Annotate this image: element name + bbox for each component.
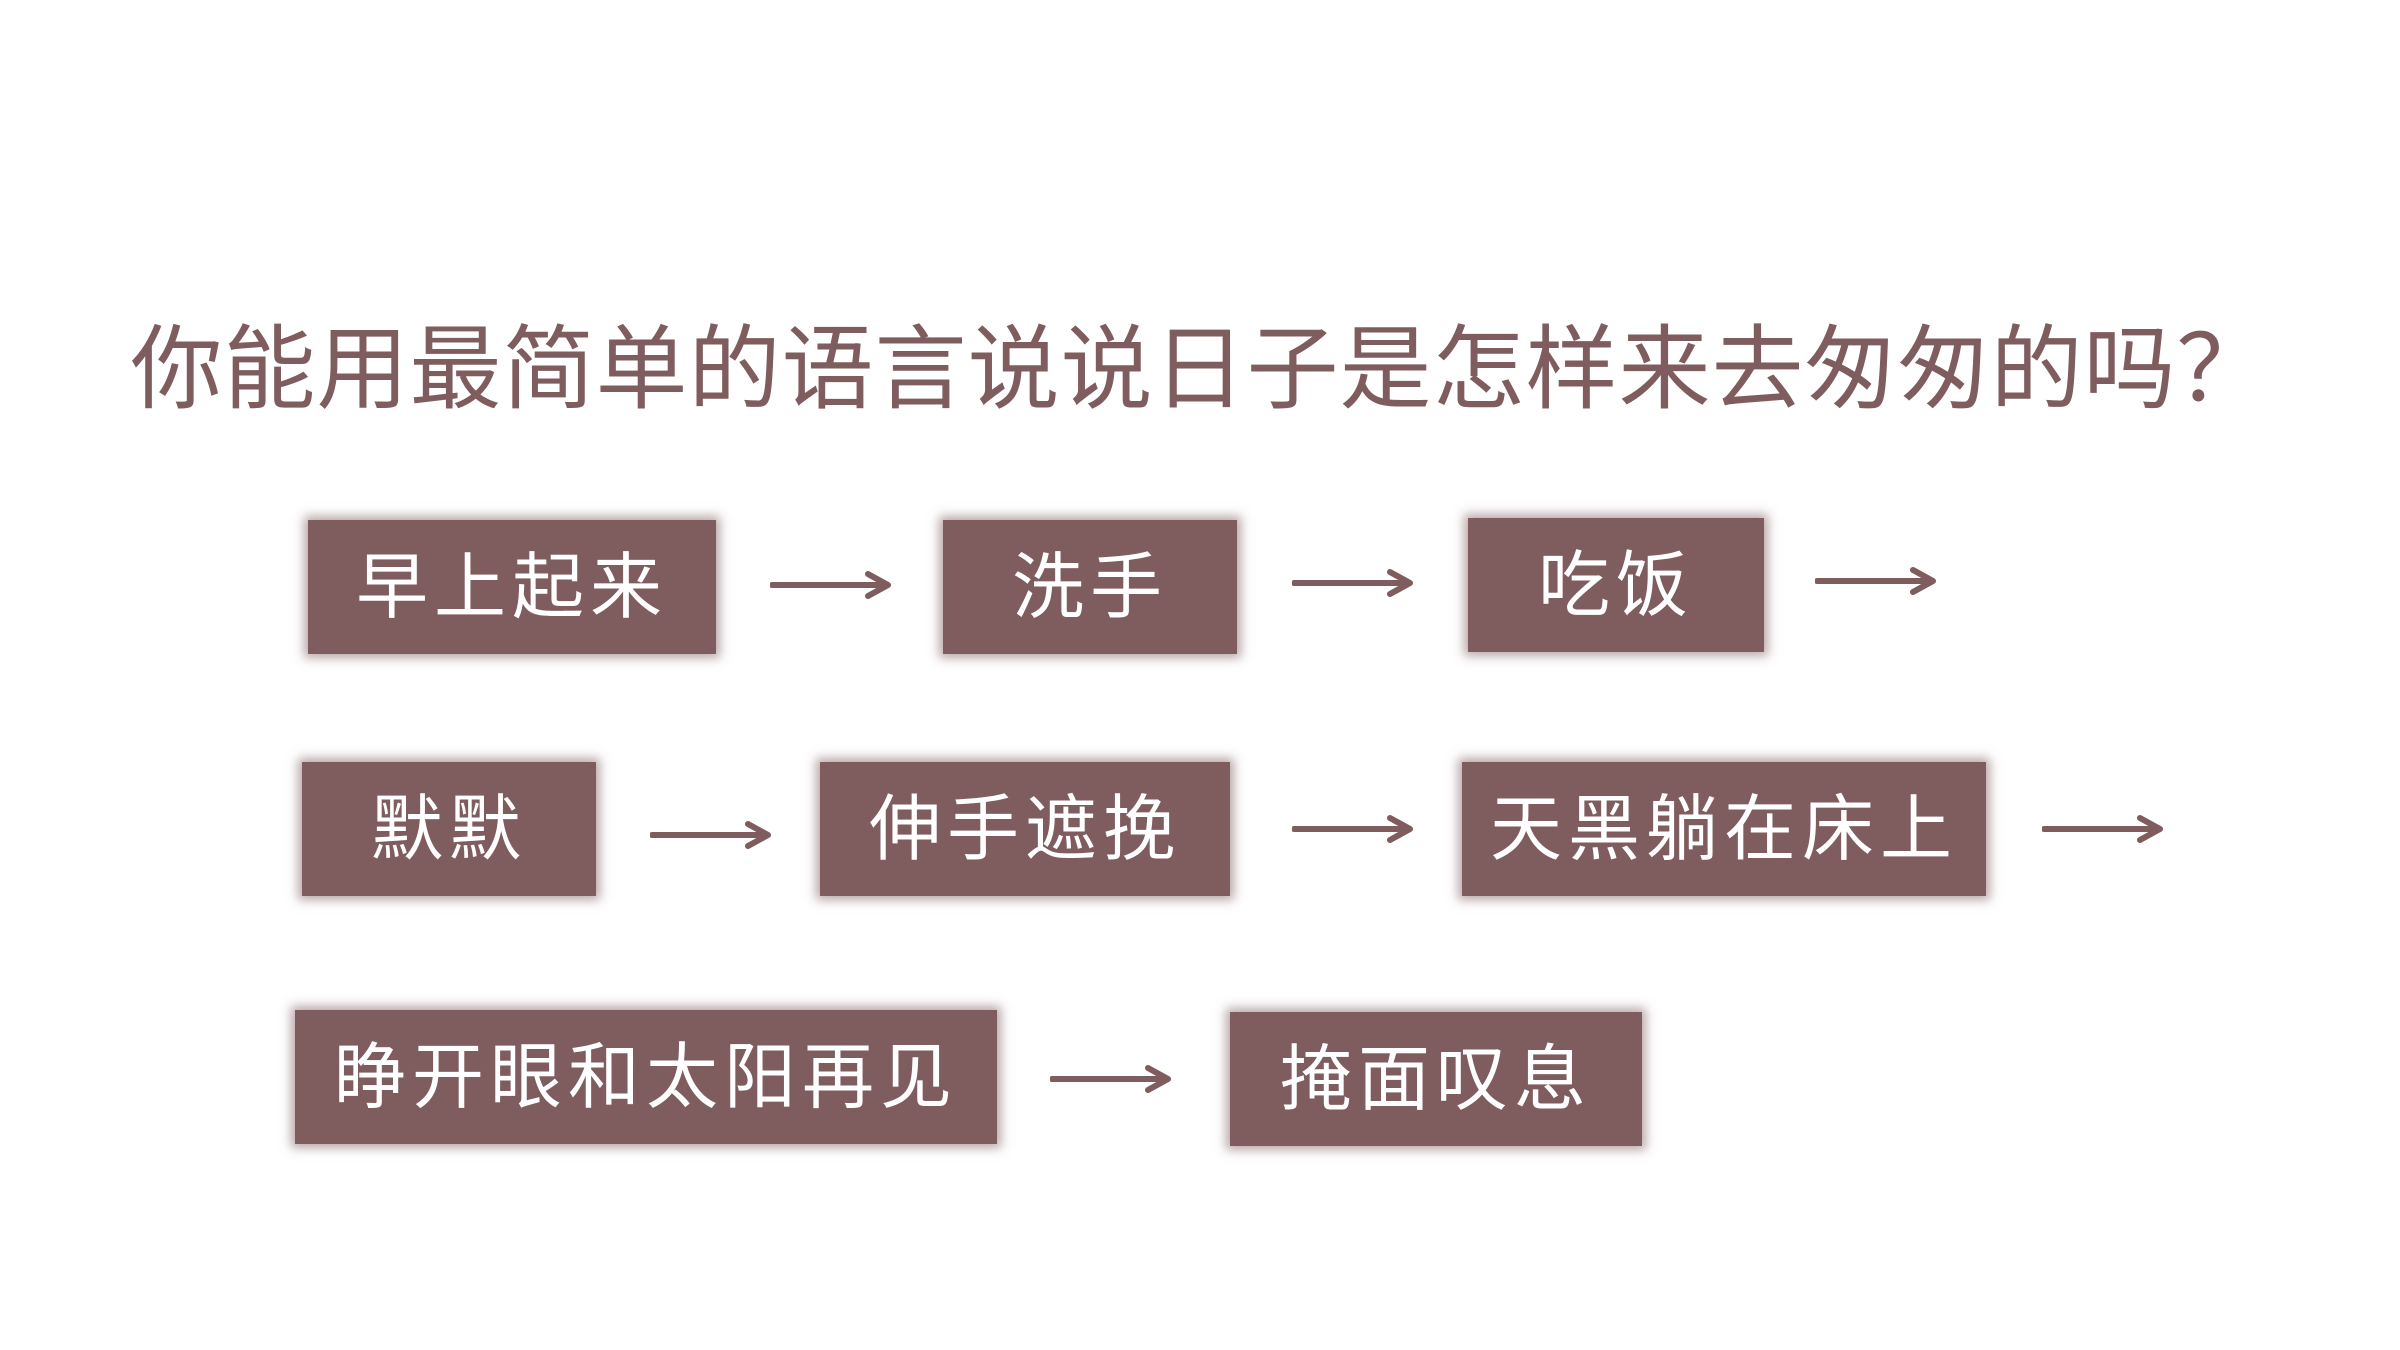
right-arrow-icon [1292,814,1418,844]
step-box-getting-up: 早上起来 [308,520,716,654]
step-box-washing-hands: 洗手 [943,520,1237,654]
step-box-waking-up: 睁开眼和太阳再见 [295,1010,997,1144]
right-arrow-icon [650,820,776,850]
right-arrow-icon [1292,568,1418,598]
slide-title: 你能用最简单的语言说说日子是怎样来去匆匆的吗？ [130,316,2270,423]
right-arrow-icon [770,570,896,600]
step-box-eating: 吃饭 [1468,518,1764,652]
step-box-sighing: 掩面叹息 [1230,1012,1642,1146]
right-arrow-icon [2042,814,2168,844]
step-box-lying-in-bed: 天黑躺在床上 [1462,762,1986,896]
step-box-silently: 默默 [302,762,596,896]
right-arrow-icon [1815,566,1941,596]
step-box-reaching-out: 伸手遮挽 [820,762,1230,896]
right-arrow-icon [1050,1064,1176,1094]
